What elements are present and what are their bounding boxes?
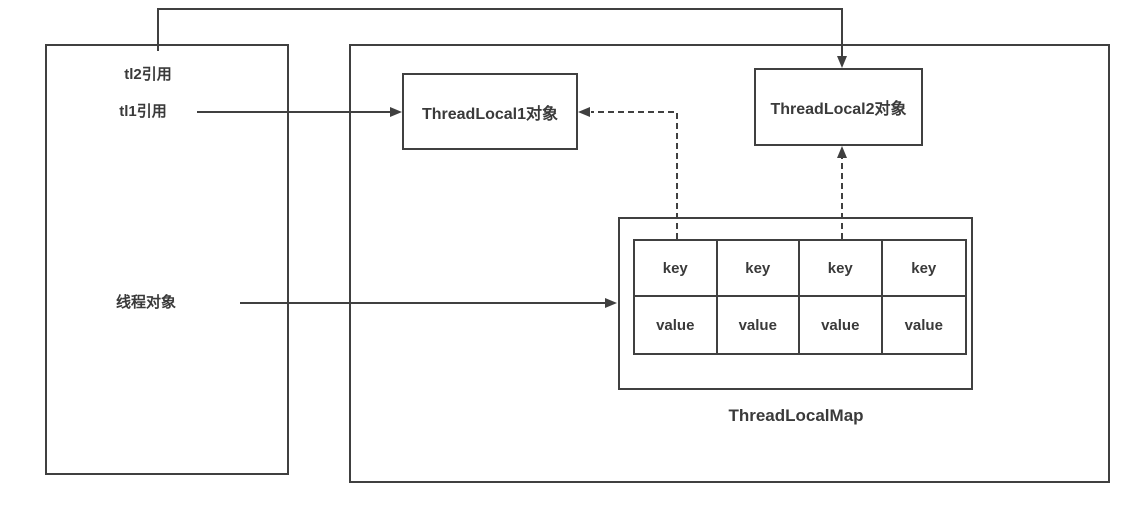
threadlocal1-object-box: ThreadLocal1对象 [402,73,578,150]
threadlocal2-object-label: ThreadLocal2对象 [770,101,907,118]
key-cell: key [800,241,883,297]
threadlocal1-object-label: ThreadLocal1对象 [421,105,559,123]
threadlocal2-object-box: ThreadLocal2对象 [754,68,923,146]
entry-table: key key key key value value value value [633,239,967,355]
key-cell: key [882,241,965,297]
value-cell: value [904,316,943,334]
tl2-reference-label: tl2引用 [124,66,172,83]
value-cell: value [718,297,800,353]
value-cell: value [635,297,718,353]
thread-object-label: 线程对象 [115,294,176,311]
threadlocalmap-box [618,217,973,390]
value-cell: value [800,297,883,353]
key-cell: key [717,241,800,297]
key-cell: key [635,241,718,297]
tl1-reference-label: tl1引用 [119,103,167,120]
threadlocalmap-label: ThreadLocalMap [728,406,864,425]
